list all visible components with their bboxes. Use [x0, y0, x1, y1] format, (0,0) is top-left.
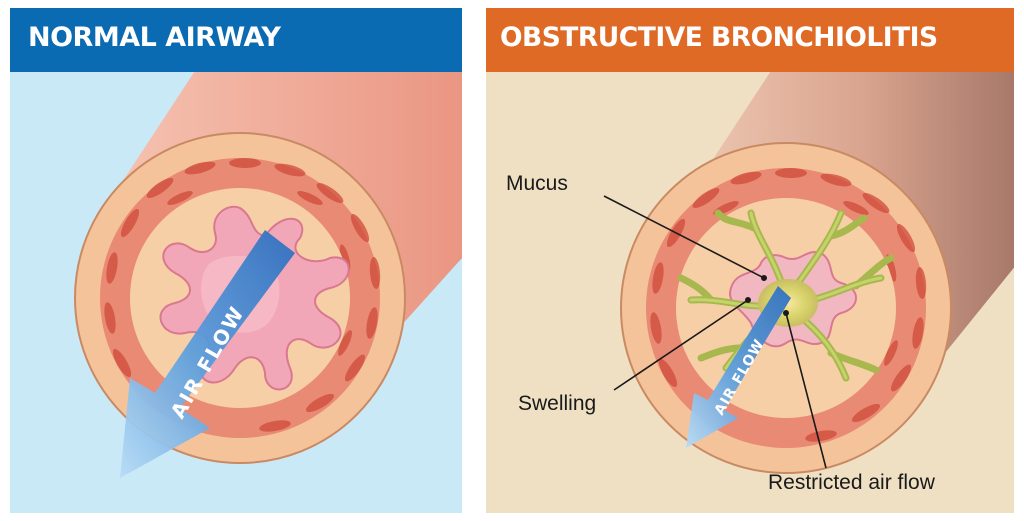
callout-lines [603, 195, 827, 469]
obstructive-bronchiolitis-panel: AIR FLOW Mucus Swelling Restricted air f… [486, 8, 1014, 513]
swelling-label: Swelling [518, 392, 596, 415]
mucus-callout-line [603, 195, 765, 279]
normal-airway-illustration: AIR FLOW [74, 72, 462, 478]
obstructive-bronchiolitis-illustration: AIR FLOW Mucus Swelling Restricted air f… [506, 72, 1014, 494]
mucus-label: Mucus [506, 172, 568, 195]
airway-cross-section [620, 142, 952, 474]
restricted-callout-line [785, 312, 827, 469]
obstructive-bronchiolitis-title: OBSTRUCTIVE BRONCHIOLITIS [500, 22, 938, 53]
swelling-callout-line [613, 299, 749, 391]
normal-airway-header: NORMAL AIRWAY [10, 8, 462, 72]
normal-airway-panel: AIR FLOW NORMAL AIRWAY [10, 8, 462, 513]
obstructive-bronchiolitis-header: OBSTRUCTIVE BRONCHIOLITIS [486, 8, 1014, 72]
normal-airway-title: NORMAL AIRWAY [28, 22, 281, 53]
restricted-air-flow-label: Restricted air flow [768, 471, 936, 494]
